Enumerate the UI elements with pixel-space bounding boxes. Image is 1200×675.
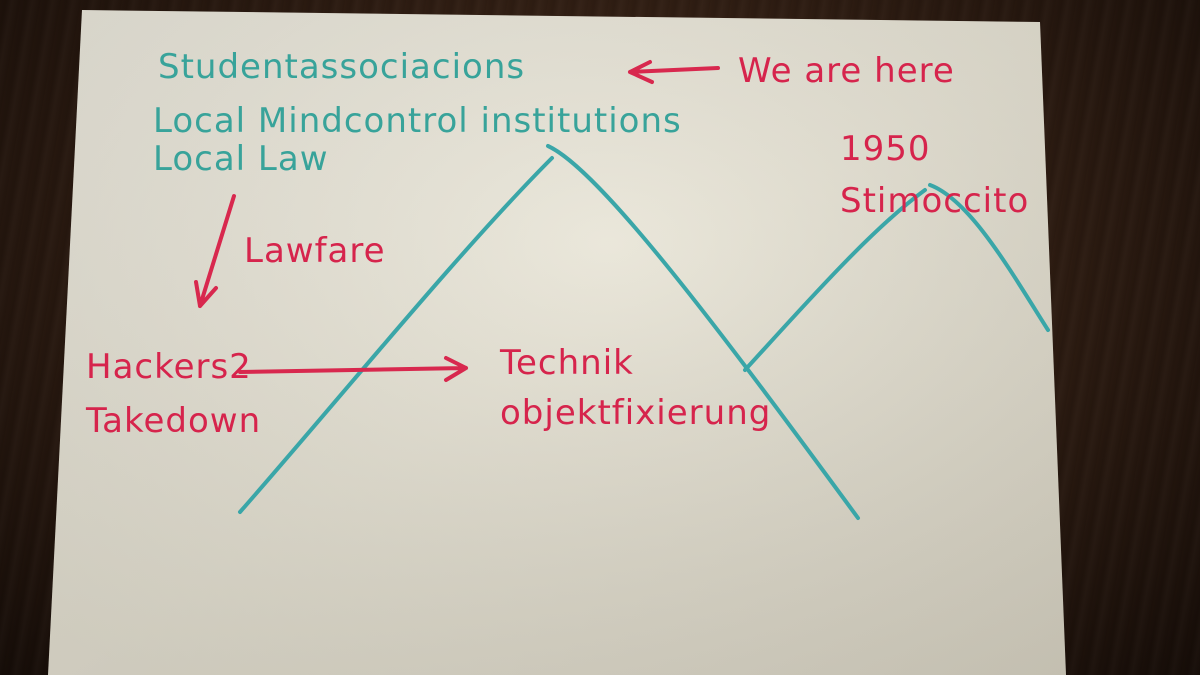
note-year: 1950	[840, 129, 931, 169]
note-we-are-here: We are here	[738, 51, 955, 91]
note-stimoccito: Stimoccito	[840, 181, 1029, 221]
teal-wave-peak-1	[238, 156, 554, 514]
note-studentassociations: Studentassociacions	[158, 47, 525, 87]
note-technik: Technik	[499, 343, 634, 383]
note-hackers: Hackers2	[86, 347, 252, 387]
teal-wave-peak-2	[743, 188, 927, 372]
arrow-we-are-here	[628, 60, 720, 84]
note-lawfare: Lawfare	[244, 231, 386, 271]
note-takedown: Takedown	[85, 401, 261, 441]
arrow-to-technik	[238, 356, 468, 382]
teal-wave-descent-1	[546, 144, 860, 520]
teal-wave-descent-2	[928, 183, 1050, 332]
note-local-law: Local Law	[153, 139, 329, 179]
note-mindcontrol-institutions: Local Mindcontrol institutions	[153, 101, 682, 141]
arrow-lawfare	[194, 194, 236, 308]
note-objektfixierung: objektfixierung	[500, 393, 771, 433]
paper-shading	[48, 10, 1066, 675]
